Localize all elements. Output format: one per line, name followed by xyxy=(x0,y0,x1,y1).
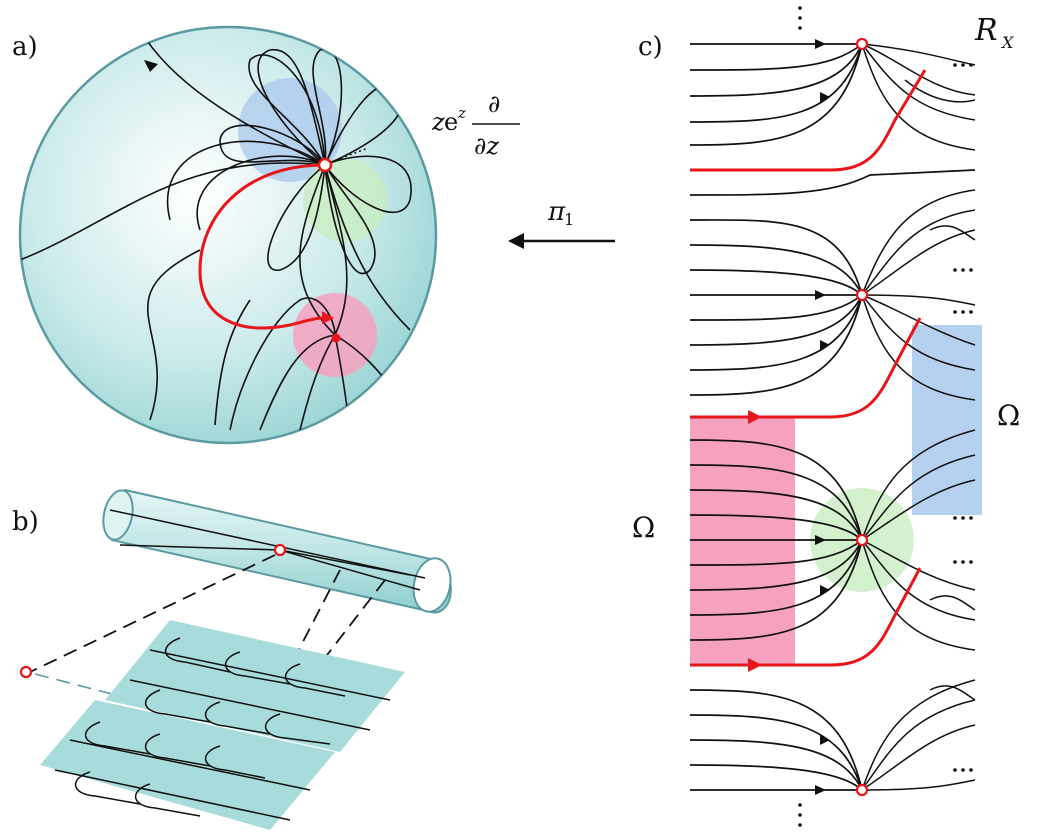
riemann-sphere xyxy=(18,25,438,445)
pink-strip xyxy=(690,417,795,665)
vector-field-label: z e z ∂ ∂z xyxy=(431,90,520,160)
panel-c: c) R X xyxy=(632,6,1020,827)
red-path-a xyxy=(198,163,332,330)
projection-sub: 1 xyxy=(564,210,574,229)
blue-strip xyxy=(912,325,982,515)
omega-right: Ω xyxy=(997,399,1020,432)
vf-exp: z xyxy=(457,104,466,122)
vf-e: e xyxy=(444,108,458,136)
panel-c-label: c) xyxy=(638,32,663,62)
zero-point-a xyxy=(317,157,333,173)
red-arrow-top xyxy=(748,410,762,424)
projection-pi: π xyxy=(547,197,566,227)
zero-point-c4 xyxy=(855,783,869,797)
riemann-surface-sub: X xyxy=(1000,33,1014,52)
riemann-surface-label: R xyxy=(974,13,998,48)
vf-den: ∂z xyxy=(474,132,499,160)
ellipsis-dots xyxy=(798,6,973,827)
vf-num: ∂ xyxy=(488,90,500,118)
flow-arrowheads xyxy=(815,39,830,795)
panel-a-label: a) xyxy=(12,32,38,62)
pole-point xyxy=(331,333,341,343)
zero-point-c2 xyxy=(855,288,869,302)
zero-point-c3 xyxy=(855,533,869,547)
red-arrow-bottom xyxy=(748,658,762,672)
panel-b-label: b) xyxy=(12,507,39,537)
sheet-upper xyxy=(105,620,405,752)
zero-point-b xyxy=(273,543,287,557)
projection-arrow: π 1 xyxy=(508,197,615,249)
cylinder-end-left xyxy=(102,489,134,541)
dash-aux xyxy=(34,673,136,701)
panel-a: a) z e z ∂ ∂z π 1 xyxy=(12,25,615,445)
vf-z: z xyxy=(431,108,445,136)
red-paths-c xyxy=(690,69,927,667)
flow-lines xyxy=(20,29,412,431)
omega-left: Ω xyxy=(632,511,655,544)
flow-arrow xyxy=(144,60,158,72)
horizontal-flow xyxy=(689,43,976,791)
panel-b: b) xyxy=(12,488,452,830)
fan-flow xyxy=(861,43,976,791)
sphere-flow xyxy=(20,29,412,431)
projection-arrowhead xyxy=(508,233,524,249)
sheet-flow xyxy=(54,637,391,821)
cylinder-end-right xyxy=(412,557,452,613)
zero-point-sheet xyxy=(19,665,33,679)
zero-point-c1 xyxy=(855,37,869,51)
red-arrow-a xyxy=(322,311,334,324)
dotted-link xyxy=(330,147,369,163)
